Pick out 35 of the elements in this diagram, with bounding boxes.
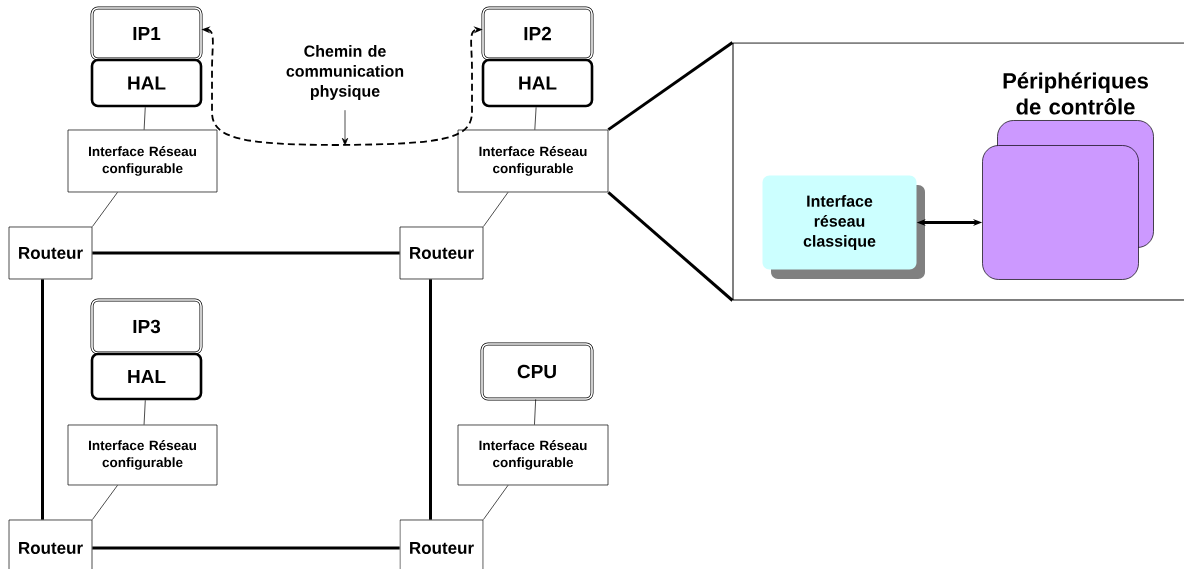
- connector: [143, 106, 146, 130]
- ip-box: CPU: [480, 342, 594, 401]
- connector: [483, 485, 509, 520]
- ip-box: IP1: [90, 6, 203, 61]
- zoom-line: [607, 191, 734, 302]
- router-box: Routeur: [399, 519, 484, 569]
- router-box: Routeur: [399, 226, 484, 280]
- connector: [92, 251, 400, 255]
- router-box: Routeur: [8, 519, 93, 569]
- hal-box: HAL: [90, 58, 203, 108]
- ip-box: IP3: [90, 298, 203, 355]
- connector: [143, 399, 146, 425]
- interface-box: Interface Réseau configurable: [457, 129, 609, 193]
- connector: [429, 279, 432, 520]
- zoom-panel: [732, 42, 1184, 301]
- router-box: Routeur: [8, 226, 93, 280]
- annotation-text: Chemin de communication physique: [286, 45, 404, 100]
- connector: [92, 546, 400, 550]
- zoom-line: [607, 41, 734, 131]
- connector: [534, 106, 537, 130]
- interface-box: Interface Réseau configurable: [67, 424, 218, 486]
- interface-box: Interface Réseau configurable: [457, 424, 609, 486]
- connector: [41, 279, 44, 520]
- peripheral-card: [982, 145, 1139, 280]
- connector: [92, 485, 118, 520]
- connector: [92, 192, 118, 227]
- connector: [483, 192, 509, 227]
- interface-box: Interface Réseau configurable: [67, 129, 218, 193]
- node-label: Périphériques de contrôle: [1003, 72, 1148, 115]
- ip-box: IP2: [481, 6, 594, 61]
- pointer-arrow: [341, 109, 349, 146]
- connector: [534, 399, 536, 425]
- hal-box: HAL: [481, 58, 594, 108]
- hal-box: HAL: [90, 352, 203, 401]
- interface-box: Interface réseau classique: [762, 175, 925, 279]
